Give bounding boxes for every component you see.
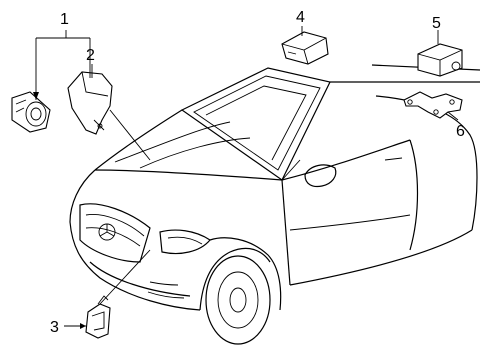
part-6-bracket xyxy=(403,91,463,119)
part-3-sensor xyxy=(85,295,111,339)
part-5-sensor-box xyxy=(417,43,463,77)
callout-2: 2 xyxy=(86,47,95,64)
callout-4: 4 xyxy=(296,9,305,26)
callout-1: 1 xyxy=(60,11,69,28)
part-2-module xyxy=(67,71,113,135)
car-illustration xyxy=(69,64,481,345)
callout-5: 5 xyxy=(432,15,441,32)
part-1-speaker xyxy=(11,91,51,133)
callout-6: 6 xyxy=(456,123,465,140)
part-4-control-unit xyxy=(281,31,329,65)
leader-lines xyxy=(33,26,459,329)
callout-3: 3 xyxy=(50,319,59,336)
